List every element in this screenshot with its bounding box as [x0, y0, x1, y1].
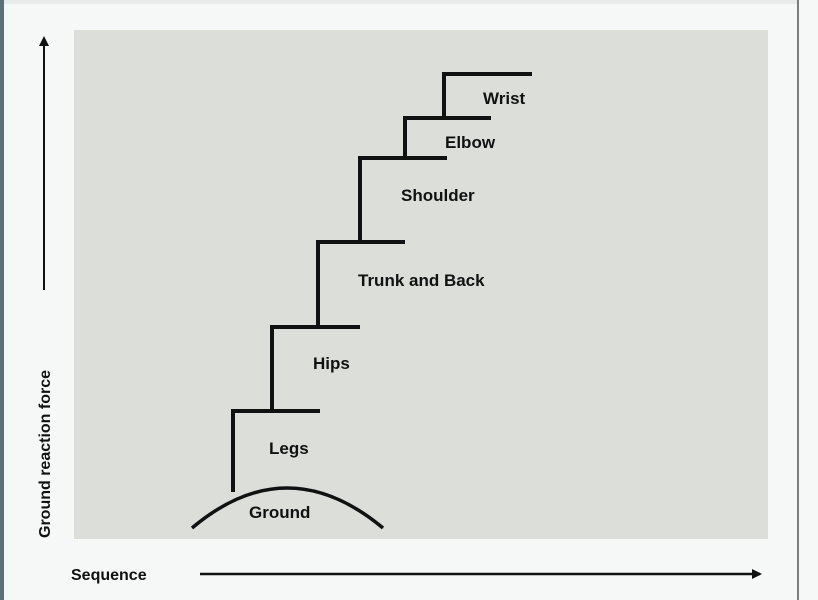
page-top-edge: [4, 0, 797, 4]
step-label-shoulder: Shoulder: [401, 186, 475, 205]
ground-arc: [190, 486, 385, 530]
step-group: [231, 72, 532, 492]
diagram-panel: [74, 30, 768, 539]
step-label-legs: Legs: [269, 439, 309, 458]
figure-border: [797, 0, 799, 600]
page-left-edge: [0, 0, 4, 600]
step-label-trunk-and-back: Trunk and Back: [358, 271, 485, 290]
step-label-elbow: Elbow: [445, 133, 496, 152]
y-axis-label: Ground reaction force: [37, 370, 54, 538]
step-label-hips: Hips: [313, 354, 350, 373]
ground-label: Ground: [249, 503, 310, 522]
x-axis-label: Sequence: [71, 567, 147, 584]
step-label-wrist: Wrist: [483, 89, 526, 108]
